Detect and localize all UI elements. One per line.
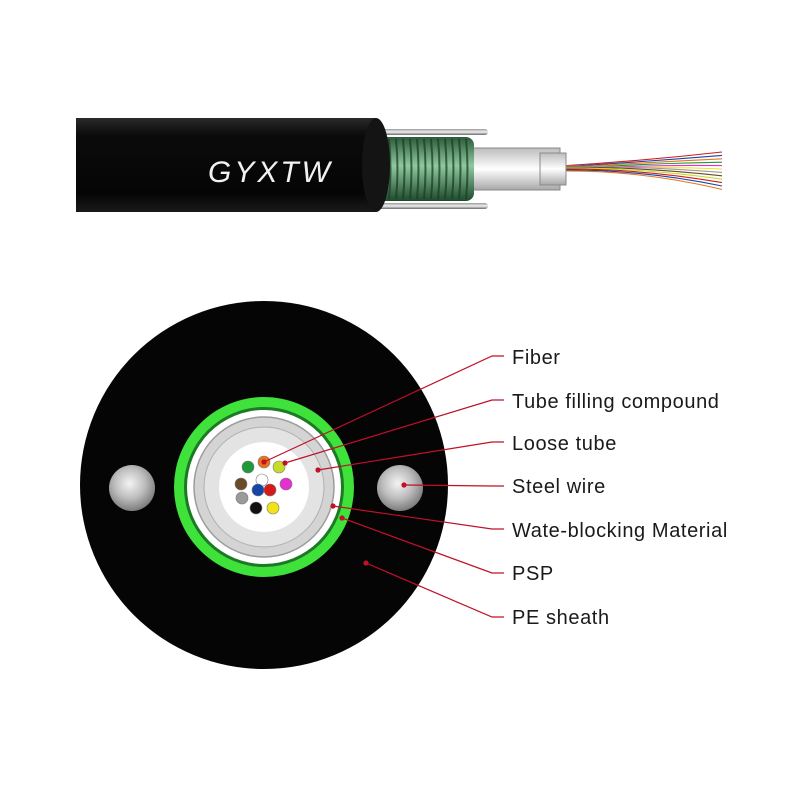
psp-armor-side [370, 137, 474, 201]
label-pe-sheath: PE sheath [512, 607, 610, 629]
tube-filling-compound [219, 442, 309, 532]
fiber-dot [249, 501, 263, 515]
model-label: GYXTW [208, 156, 333, 189]
fiber-dot [235, 491, 249, 505]
psp-corrugation-line [423, 138, 427, 200]
pe-sheath-side [76, 118, 376, 212]
leader-line [365, 562, 504, 618]
psp-corrugation-line [409, 138, 413, 200]
psp-corrugation-line [388, 138, 392, 200]
leader-dot [261, 459, 267, 465]
psp-corrugation-line [451, 138, 455, 200]
fiber-strand [559, 165, 723, 173]
label-psp: PSP [512, 563, 554, 585]
fiber-strand [559, 167, 723, 180]
label-tube-filling-compound: Tube filling compound [512, 391, 720, 413]
leader-dot [339, 515, 345, 521]
fiber-dot [272, 460, 286, 474]
fiber-strand [559, 151, 723, 167]
label-steel-wire: Steel wire [512, 476, 606, 498]
leader-line [284, 399, 504, 464]
leader-dot [401, 482, 407, 488]
fiber-dot [234, 477, 248, 491]
psp-corrugation-line [437, 138, 441, 200]
psp-corrugation-line [430, 138, 434, 200]
fiber-dot [263, 483, 277, 497]
psp-corrugation-line [402, 138, 406, 200]
leader-line [317, 441, 504, 471]
leader-line [263, 355, 504, 463]
fiber-strand [559, 166, 723, 177]
steel-wire-left [109, 465, 155, 511]
fiber-bundle-side [559, 151, 723, 190]
inner-tube-side [539, 152, 567, 186]
fiber-dot [241, 460, 255, 474]
leader-line [341, 517, 504, 574]
psp-corrugation-line [458, 138, 462, 200]
pe-sheath-side-end [362, 118, 390, 212]
fiber-dot [266, 501, 280, 515]
fiber-strand [559, 168, 723, 184]
fiber-dot [251, 483, 265, 497]
leader-dot [282, 460, 288, 466]
steel-wire-right [377, 465, 423, 511]
psp-corrugation-line [416, 138, 420, 200]
steel-wire-side-bottom [370, 203, 488, 209]
callout-labels: Fiber Tube filling compound Loose tube S… [512, 347, 728, 629]
leader-dot [363, 560, 369, 566]
leader-line [403, 484, 504, 487]
label-water-blocking-material: Wate-blocking Material [512, 520, 728, 542]
leader-line [332, 505, 504, 530]
callout-leaders [261, 355, 504, 618]
steel-wire-side-top [370, 129, 488, 135]
psp-corrugation-line [465, 138, 469, 200]
cable-side-view: GYXTW [76, 118, 723, 212]
psp-corrugation-line [444, 138, 448, 200]
psp-corrugation-line [395, 138, 399, 200]
fiber-group [234, 455, 293, 515]
label-loose-tube: Loose tube [512, 433, 617, 455]
leader-dot [330, 503, 336, 509]
fiber-strand [559, 170, 723, 190]
fiber-strand [559, 169, 723, 187]
label-fiber: Fiber [512, 347, 561, 369]
fiber-dot [279, 477, 293, 491]
leader-dot [315, 467, 321, 473]
cable-cross-section [80, 301, 448, 669]
